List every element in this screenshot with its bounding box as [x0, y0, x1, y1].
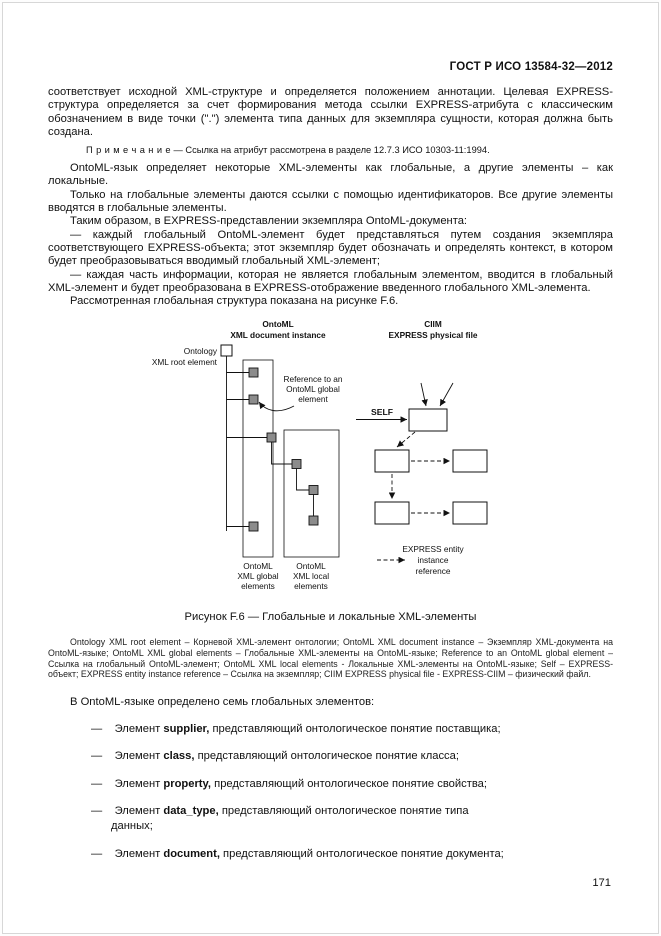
- incoming-reference-arrows: [420, 383, 454, 407]
- figure-legend: Ontology XML root element – Корневой XML…: [48, 637, 613, 680]
- list-item-text: представляющий онтологическое понятие по…: [209, 723, 501, 736]
- note-label: П р и м е ч а н и е: [86, 145, 171, 156]
- self-label: SELF: [371, 407, 393, 417]
- local-element-nodes: [291, 459, 319, 526]
- paragraph-figure-reference: Рассмотренная глобальная структура показ…: [70, 295, 399, 308]
- xml-tree-lines: [226, 356, 314, 532]
- page-content: ГОСТ Р ИСО 13584-32—2012 соответствует и…: [48, 61, 613, 875]
- root-element-label-line2: XML root element: [152, 357, 218, 367]
- dash-item-info-part: — каждая часть информации, которая не яв…: [48, 268, 613, 294]
- dash-item-global-element: — каждый глобальный OntoML-элемент будет…: [48, 228, 613, 268]
- express-entity-boxes: [374, 408, 488, 525]
- list-item-data-type: — Элемент data_type, представляющий онто…: [91, 805, 613, 834]
- list-item-document: — Элемент document, представляющий онтол…: [91, 848, 613, 861]
- note-text: — Ссылка на атрибут рассмотрена в раздел…: [170, 145, 490, 156]
- list-intro: В OntoML-языке определено семь глобальны…: [70, 695, 375, 708]
- entity-reference-key-label-line1: EXPRESS entity: [402, 544, 464, 554]
- list-item-class: — Элемент class, представляющий онтологи…: [91, 750, 613, 763]
- global-elements-label-line2: XML global: [237, 571, 278, 581]
- left-column-header-line2: XML document instance: [230, 330, 326, 340]
- reference-label-line3: element: [298, 394, 328, 404]
- root-element-node: [220, 344, 233, 357]
- reference-arrow: [258, 402, 295, 412]
- list-item-text: представляющий онтологическое понятие св…: [211, 777, 487, 790]
- list-item-term: data_type,: [163, 805, 219, 818]
- list-item-term: document,: [163, 847, 220, 860]
- paragraph-continuation: соответствует исходной XML-структуре и о…: [48, 86, 613, 138]
- left-column-header-line1: OntoML: [262, 319, 293, 329]
- figure-caption: Рисунок F.6 — Глобальные и локальные XML…: [184, 611, 477, 624]
- entity-instance-reference-arrows: [388, 432, 450, 517]
- root-element-label-line1: Ontology: [184, 346, 218, 356]
- right-column-header-line1: CIIM: [424, 319, 442, 329]
- reference-label-line1: Reference to an: [283, 374, 342, 384]
- paragraph-only-global: Только на глобальные элементы даются ссы…: [48, 188, 613, 215]
- note-block: П р и м е ч а н и е — Ссылка на атрибут …: [48, 144, 613, 156]
- list-item-property: — Элемент property, представляющий онтол…: [91, 778, 613, 791]
- local-elements-label-line2: XML local: [293, 571, 329, 581]
- page-number: 171: [592, 877, 611, 889]
- local-elements-box: [283, 430, 340, 558]
- global-element-nodes: [248, 368, 277, 532]
- gost-document-number: ГОСТ Р ИСО 13584-32—2012: [449, 61, 613, 73]
- list-item-prefix: — Элемент: [91, 777, 164, 790]
- global-elements-label-line1: OntoML: [243, 561, 273, 571]
- right-column-header-line2: EXPRESS physical file: [389, 330, 478, 340]
- list-item-text-wrap: данных;: [111, 820, 153, 833]
- paragraph-thus: Таким образом, в EXPRESS-представлении э…: [70, 215, 468, 228]
- local-elements-label-line3: elements: [294, 581, 328, 591]
- global-elements-box: [242, 360, 274, 558]
- figure-f6-diagram: OntoML XML document instance CIIM EXPRES…: [152, 319, 488, 591]
- list-item-supplier: — Элемент supplier, представляющий онтол…: [91, 723, 613, 736]
- local-elements-label-line1: OntoML: [296, 561, 326, 571]
- list-item-prefix: — Элемент: [91, 750, 164, 763]
- global-elements-list: — Элемент supplier, представляющий онтол…: [48, 723, 613, 861]
- global-elements-label-line3: elements: [241, 581, 275, 591]
- list-item-prefix: — Элемент: [91, 847, 164, 860]
- list-item-text: представляющий онтологическое понятие до…: [219, 847, 504, 860]
- entity-reference-key-label-line2: instance: [418, 555, 449, 565]
- figure-f6: OntoML XML document instance CIIM EXPRES…: [48, 316, 613, 601]
- list-item-text: представляющий онтологическое понятие кл…: [194, 750, 459, 763]
- entity-reference-key-label-line3: reference: [415, 566, 450, 576]
- list-item-prefix: — Элемент: [91, 805, 164, 818]
- list-item-prefix: — Элемент: [91, 723, 164, 736]
- list-item-term: property,: [163, 777, 212, 790]
- list-item-term: supplier,: [163, 723, 210, 736]
- list-item-term: class,: [163, 750, 195, 763]
- list-item-text: представляющий онтологическое понятие ти…: [218, 805, 469, 818]
- paragraph-ontoml-global: OntoML-язык определяет некоторые XML-эле…: [48, 162, 613, 188]
- reference-label-line2: OntoML global: [286, 384, 340, 394]
